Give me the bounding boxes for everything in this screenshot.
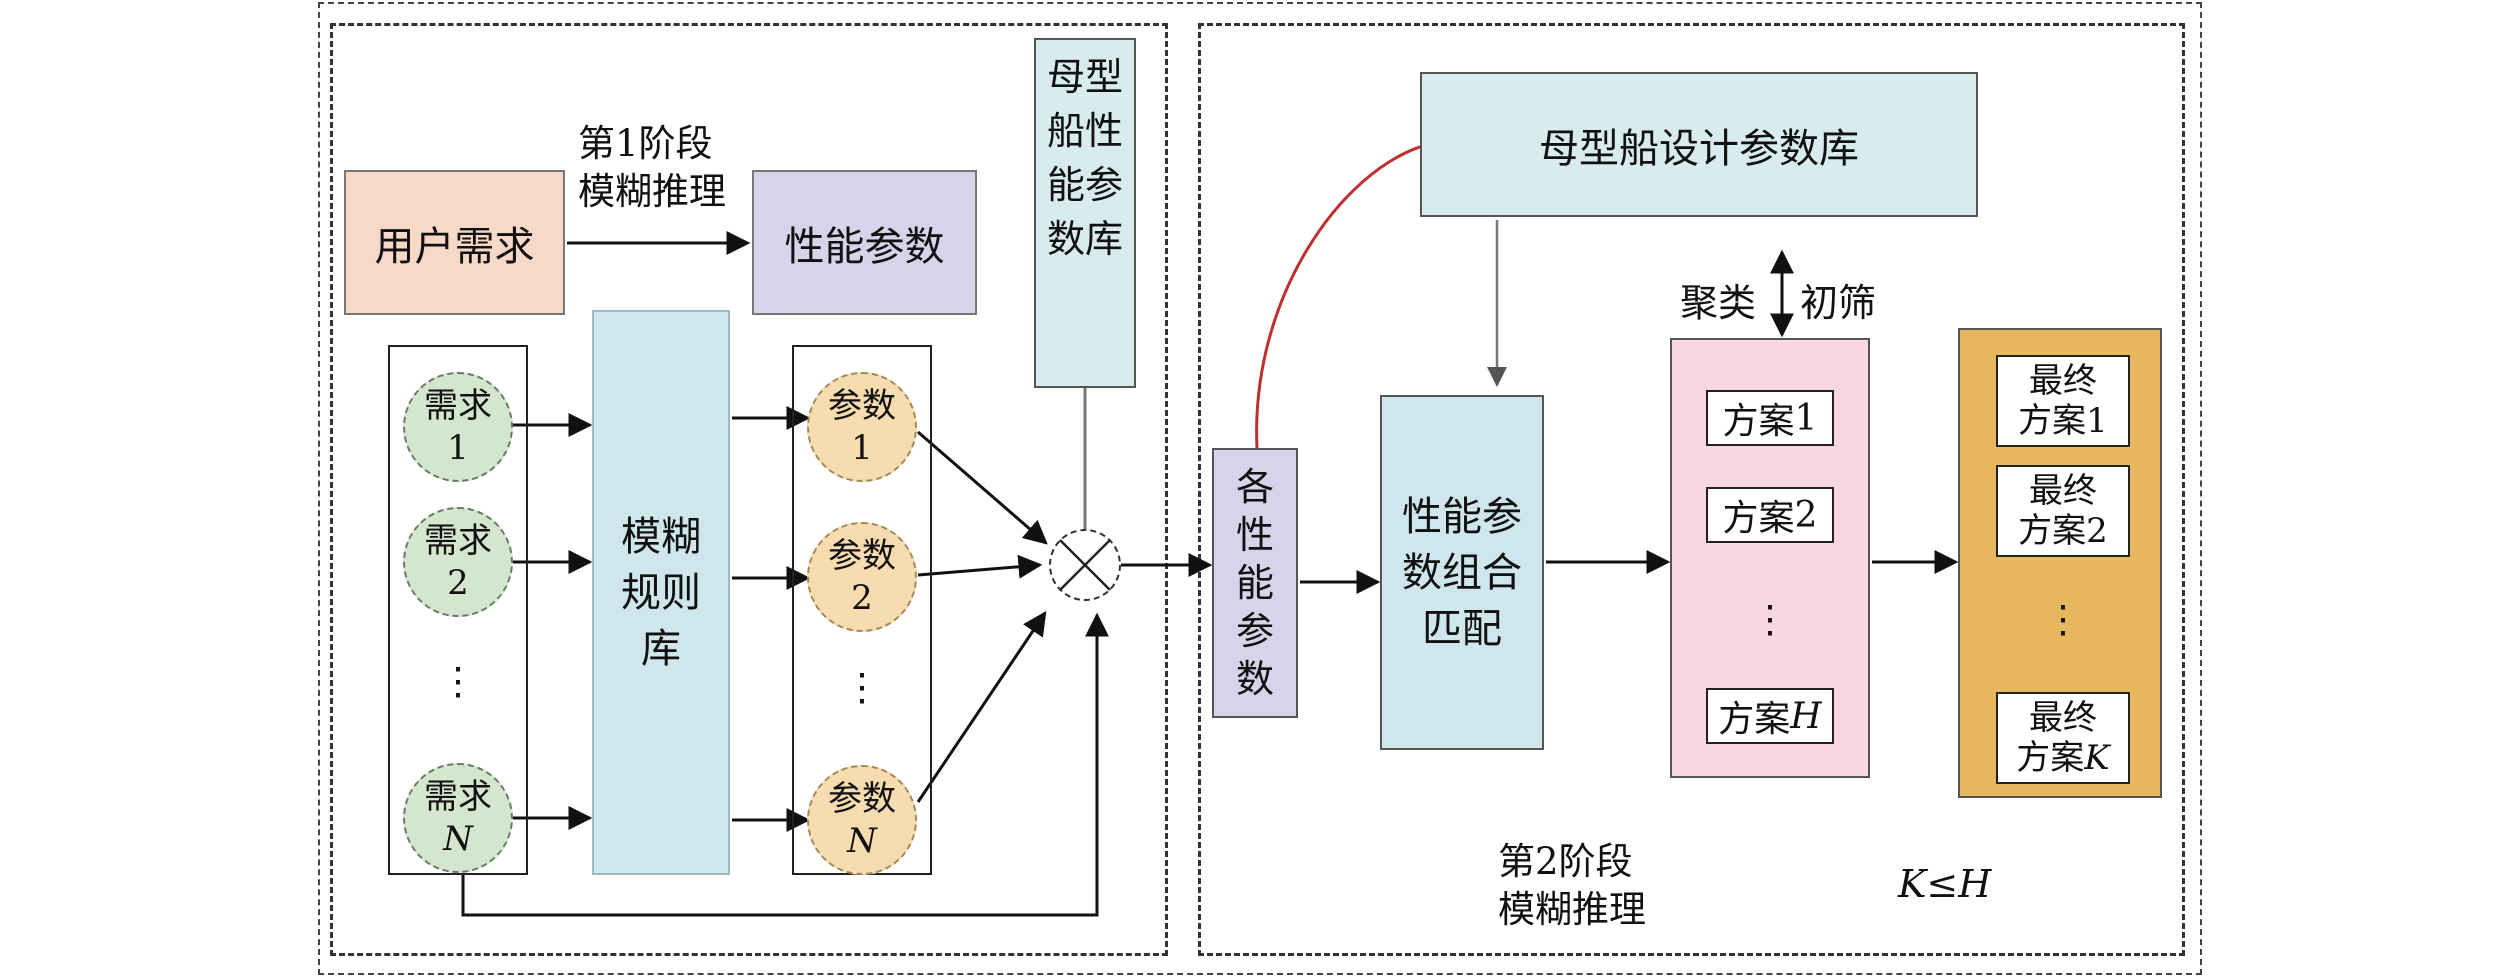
stage1-region [330, 23, 1168, 956]
user-requirements-box: 用户需求 [344, 170, 565, 315]
each-performance-parameter-box: 各 性 能 参 数 [1212, 448, 1298, 718]
preliminary-screening-label: 初筛 [1800, 281, 1877, 325]
stage2-label: 第2阶段 模糊推理 [1498, 840, 1646, 931]
parameters-ellipsis: ⋮ [843, 665, 881, 709]
fuzzy-rule-base: 模糊 规则 库 [592, 310, 730, 875]
arrow-paramn-to-cross [916, 611, 1047, 803]
final-plan-item: 最终方案K [1996, 692, 2130, 784]
requirements-column [388, 345, 528, 875]
clustering-label: 聚类 [1680, 281, 1757, 325]
final-plans-ellipsis: ⋮ [2044, 597, 2082, 641]
outer-frame [318, 2, 2202, 975]
arrow-param1-to-cross [917, 430, 1048, 545]
performance-parameters-box: 性能参数 [752, 170, 977, 315]
performance-combination-match-box: 性能参 数组合 匹配 [1380, 395, 1544, 750]
stage1-label: 第1阶段 模糊推理 [578, 122, 726, 213]
user-requirements-label: 用户需求 [374, 223, 535, 270]
constraint-label: K≤H [1898, 862, 1992, 906]
performance-parameters-label: 性能参数 [784, 223, 945, 270]
final-plan-item: 最终方案2 [1996, 465, 2130, 557]
stage2-region [1198, 23, 2185, 956]
mother-ship-performance-db: 母型 船性 能参 数库 [1034, 38, 1136, 388]
requirements-ellipsis: ⋮ [439, 659, 477, 703]
feedback-line [461, 612, 1109, 917]
arrow-param2-to-cross [917, 554, 1043, 579]
association-curve [1255, 143, 1427, 449]
final-plan-item: 最终方案1 [1996, 355, 2130, 447]
mother-ship-design-db: 母型船设计参数库 [1420, 72, 1978, 217]
plans-ellipsis: ⋮ [1751, 597, 1789, 641]
